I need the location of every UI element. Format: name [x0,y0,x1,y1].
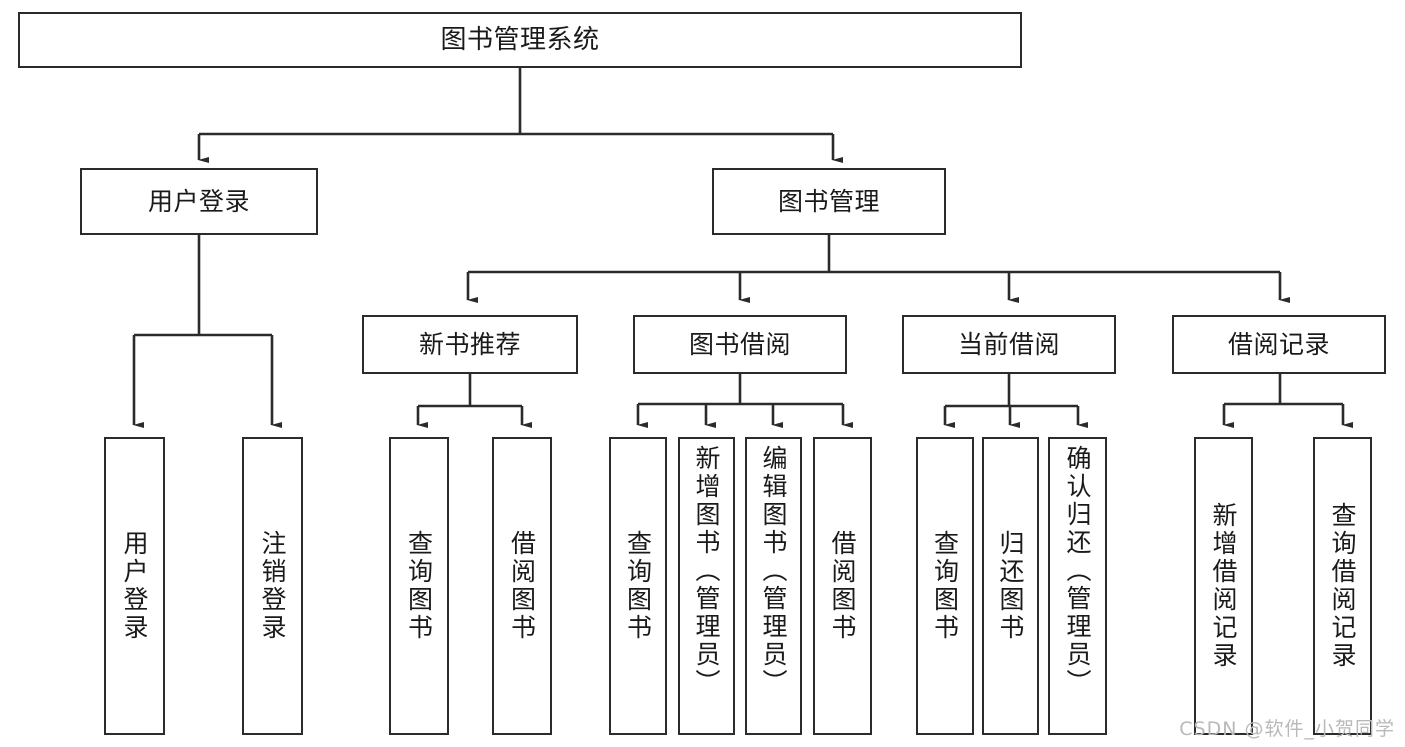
leaf-new-book-recommend-borrow-book[interactable]: 借阅图书 [492,437,552,735]
leaf-label: 借阅图书 [828,530,857,642]
leaf-label: 查询图书 [623,530,653,642]
leaf-label: 借阅图书 [507,530,537,642]
node-root[interactable]: 图书管理系统 [18,12,1022,68]
node-root-label: 图书管理系统 [440,24,600,55]
leaf-label: 用户登录 [120,530,149,642]
leaf-book-borrow-edit-book[interactable]: 编辑图书（管理员） [745,437,802,735]
node-borrow-record[interactable]: 借阅记录 [1172,315,1386,374]
node-new-book-recommend[interactable]: 新书推荐 [362,315,578,374]
leaf-label: 新增借阅记录 [1209,502,1238,670]
leaf-current-borrow-query-book[interactable]: 查询图书 [916,437,974,735]
leaf-label: 查询图书 [404,530,434,642]
leaf-current-borrow-confirm-return[interactable]: 确认归还（管理员） [1048,437,1107,735]
node-new-book-recommend-label: 新书推荐 [418,329,521,359]
watermark: CSDN @软件_小贺同学 [1179,718,1395,740]
leaf-user-login-login[interactable]: 用户登录 [104,437,165,735]
leaf-borrow-record-add-record[interactable]: 新增借阅记录 [1194,437,1253,735]
leaf-label: 确认归还（管理员） [1063,445,1092,697]
leaf-current-borrow-return-book[interactable]: 归还图书 [982,437,1039,735]
leaf-label: 新增图书（管理员） [692,445,721,697]
node-borrow-record-label: 借阅记录 [1227,329,1330,359]
leaf-book-borrow-borrow-book[interactable]: 借阅图书 [813,437,872,735]
node-book-management-label: 图书管理 [777,186,880,216]
node-book-borrow-label: 图书借阅 [688,329,791,359]
leaf-label: 查询图书 [930,530,960,642]
leaf-new-book-recommend-query-book[interactable]: 查询图书 [389,437,449,735]
leaf-label: 归还图书 [996,530,1025,642]
leaf-user-login-logout[interactable]: 注销登录 [242,437,303,735]
node-user-login-label: 用户登录 [147,186,250,216]
leaf-label: 注销登录 [258,530,287,642]
node-user-login[interactable]: 用户登录 [80,168,318,235]
node-book-management[interactable]: 图书管理 [712,168,946,235]
node-book-borrow[interactable]: 图书借阅 [633,315,847,374]
leaf-label: 编辑图书（管理员） [759,445,788,697]
node-current-borrow-label: 当前借阅 [957,329,1060,359]
leaf-label: 查询借阅记录 [1328,502,1357,670]
leaf-book-borrow-query-book[interactable]: 查询图书 [609,437,667,735]
node-current-borrow[interactable]: 当前借阅 [902,315,1116,374]
leaf-borrow-record-query-record[interactable]: 查询借阅记录 [1313,437,1372,735]
leaf-book-borrow-add-book[interactable]: 新增图书（管理员） [678,437,735,735]
